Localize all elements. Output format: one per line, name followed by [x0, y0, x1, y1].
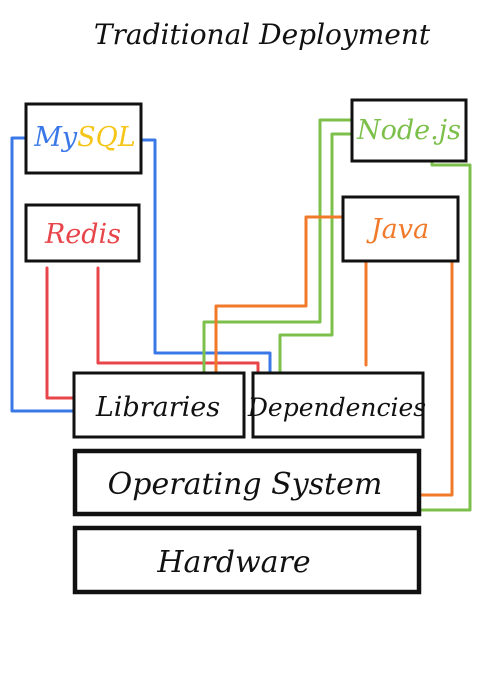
dependencies-box: Dependencies: [247, 371, 426, 439]
mysql-label-part2: SQL: [77, 122, 136, 153]
svg-text:MySQL: MySQL: [33, 122, 135, 153]
redis-box: Redis: [24, 203, 141, 263]
hardware-label: Hardware: [156, 545, 310, 580]
mysql-to-dependencies-wire: [139, 138, 272, 374]
connectors: [10, 118, 472, 512]
redis-label: Redis: [44, 219, 121, 250]
redis-to-libraries-wire: [45, 266, 76, 400]
nodejs-label: Node.js: [356, 115, 461, 146]
hardware-box: Hardware: [72, 525, 422, 595]
libraries-label: Libraries: [95, 392, 220, 423]
mysql-box: MySQL: [24, 102, 143, 175]
dependencies-label: Dependencies: [247, 393, 426, 422]
mysql-label-part1: My: [33, 122, 78, 153]
operating-system-label: Operating System: [108, 467, 383, 502]
libraries-box: Libraries: [72, 371, 246, 439]
nodejs-box: Node.js: [350, 98, 468, 163]
java-box: Java: [341, 195, 460, 263]
operating-system-box: Operating System: [72, 448, 422, 517]
java-to-libraries-wire: [214, 215, 345, 374]
nodejs-to-operating-system-wire: [418, 159, 472, 512]
java-label: Java: [366, 214, 429, 245]
nodejs-to-dependencies-wire: [278, 132, 354, 374]
mysql-to-libraries-wire: [10, 136, 76, 413]
java-to-operating-system-wire: [418, 260, 454, 497]
nodejs-to-libraries-wire-outer: [202, 118, 354, 374]
redis-to-dependencies-wire: [96, 266, 260, 374]
diagram-title: Traditional Deployment: [94, 18, 431, 51]
